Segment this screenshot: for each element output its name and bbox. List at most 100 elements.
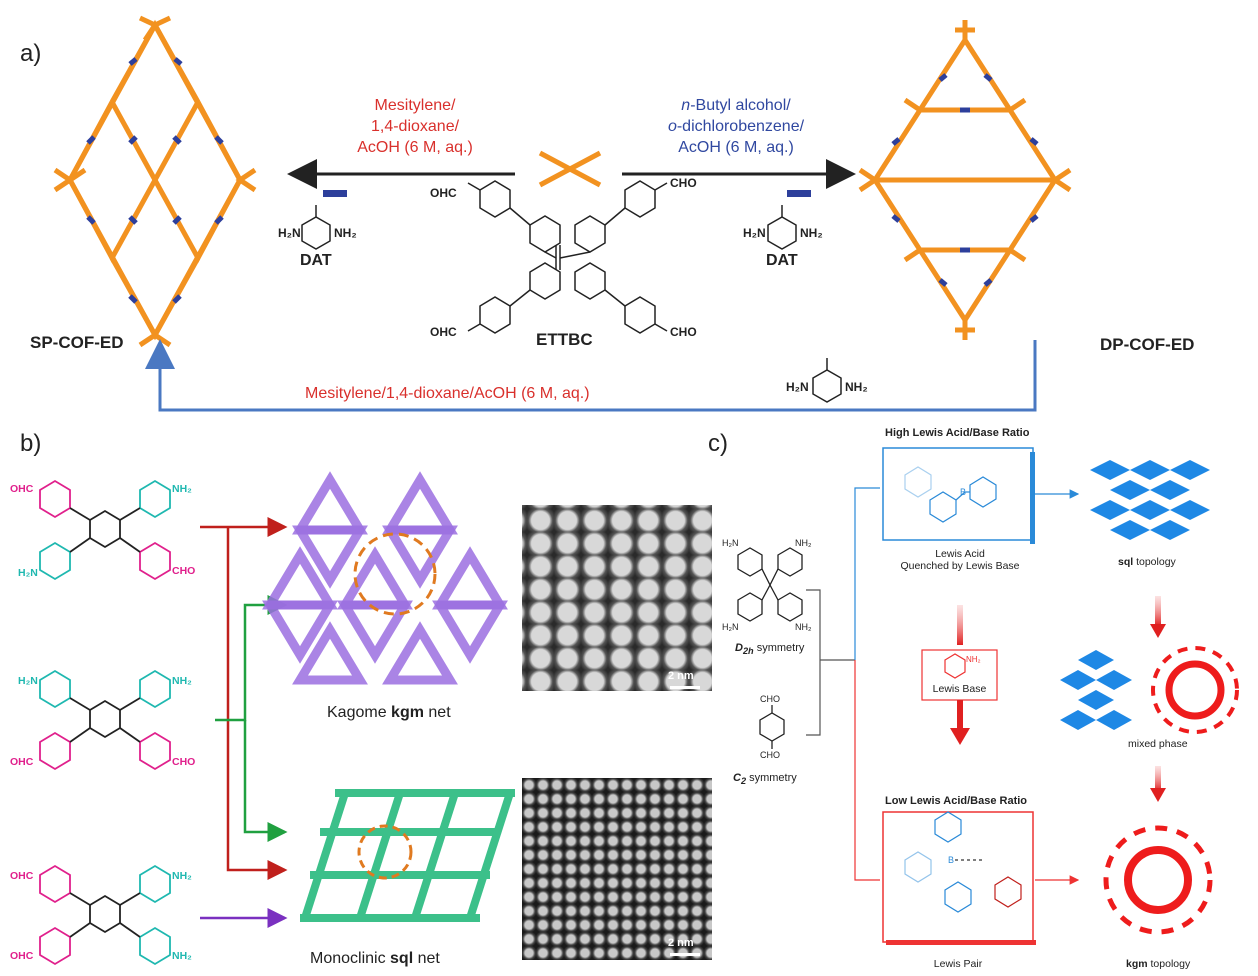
kgm-topology-pattern (1103, 825, 1213, 935)
c2-cho-bottom: CHO (760, 750, 780, 760)
d2h-monomer-structure (737, 547, 803, 622)
dat-bottom-h2n: H₂N (786, 380, 809, 394)
right-condition-1-text: -Butyl alcohol/ (690, 97, 791, 114)
c2-monomer-structure (759, 705, 785, 749)
m2-ohc: OHC (10, 756, 34, 768)
m1-h2n: H₂N (18, 567, 38, 579)
dat-right-h2n: H₂N (743, 226, 766, 240)
ettbc-label: ETTBC (536, 330, 593, 349)
scale-bar-1: 2 nm (668, 670, 694, 682)
sql-net-label: Monoclinic sql net (310, 950, 440, 968)
dp-cof-ed-linkers (891, 73, 1039, 287)
dat-structure-bottom (812, 358, 842, 403)
sp-cof-ed-linkers (86, 57, 224, 304)
scale-bar-2: 2 nm (668, 937, 694, 949)
m3-ohc: OHC (10, 870, 34, 882)
lewis-base-structure (944, 653, 966, 679)
sql-bold: sql (390, 950, 414, 967)
d2h-sub: 2h (742, 646, 754, 657)
dat-bottom-nh2: NH₂ (845, 380, 868, 394)
mixed-phase-label: mixed phase (1128, 738, 1188, 750)
lewis-acid-box (882, 447, 1034, 541)
d2h-h2n-bottom: H₂N (722, 622, 739, 632)
sql-topology-label: sql topology (1118, 556, 1176, 568)
dat-structure-right (767, 205, 797, 250)
kgm-topology-label: kgm topology (1126, 958, 1190, 970)
ettbc-cho-bottom: CHO (670, 325, 697, 339)
sql-net (300, 789, 515, 922)
red-arrow-to-sql (226, 527, 288, 880)
mixed-phase-kgm-pattern (1151, 646, 1239, 734)
kagome-net-label: Kagome kgm net (327, 704, 451, 722)
dat-right-label: DAT (766, 252, 798, 269)
blue-branch (854, 487, 880, 660)
d2h-text: symmetry (753, 642, 805, 654)
right-condition-1: n-Butyl alcohol/ (626, 95, 846, 116)
right-condition-2-text: -dichlorobenzene/ (676, 118, 805, 135)
m1-cho: CHO (172, 565, 196, 577)
monomer-1-structure (39, 479, 171, 581)
high-ratio-label: High Lewis Acid/Base Ratio (885, 427, 1030, 439)
dat-right-nh2: NH₂ (800, 226, 823, 240)
mixed-phase-sql-pattern (1060, 650, 1132, 730)
right-condition-2: o-dichlorobenzene/ (626, 116, 846, 137)
m3-ohc-bottom: OHC (10, 950, 34, 962)
lewis-pair-structure (904, 811, 1022, 913)
kagome-prefix: Kagome (327, 704, 392, 721)
sql-topology-pattern (1090, 460, 1210, 540)
lewis-pair-caption: Lewis Pair (933, 958, 983, 970)
c2-cho-top: CHO (760, 694, 780, 704)
dat-left-h2n: H₂N (278, 226, 301, 240)
c2-text: symmetry (746, 772, 797, 784)
c2-symmetry-label: C2 symmetry (733, 772, 797, 787)
m3-nh2-top: NH₂ (172, 870, 192, 882)
lewis-acid-boron: B (960, 487, 967, 497)
scale-bar-line-2 (670, 953, 700, 956)
right-condition-3: AcOH (6 M, aq.) (678, 139, 794, 156)
conversion-arrow (145, 339, 1037, 412)
sp-cof-ed-network (53, 15, 257, 348)
dat-left-nh2: NH₂ (334, 226, 357, 240)
lewis-base-nh2: NH₂ (966, 655, 981, 664)
panel-a-label: a) (20, 40, 42, 67)
sql-suffix: net (413, 950, 440, 967)
ettbc-ohc-bottom: OHC (430, 325, 457, 339)
d2h-nh2-top: NH₂ (795, 538, 812, 548)
kagome-net (262, 471, 508, 685)
d2h-symmetry-label: D2h symmetry (735, 642, 805, 657)
monomer-bracket (806, 589, 821, 736)
kagome-highlight-circle (353, 532, 437, 616)
monomer-3-structure (39, 864, 171, 966)
lewis-base-caption: Lewis Base (932, 683, 987, 695)
m3-nh2-bottom: NH₂ (172, 950, 192, 962)
green-arrow-to-kagome (215, 595, 288, 722)
dat-left-label: DAT (300, 252, 332, 269)
sql-tem-image (522, 778, 712, 960)
m2-cho: CHO (172, 756, 196, 768)
orange-x-monomer-icon (538, 150, 602, 188)
ettbc-ohc-top: OHC (430, 186, 457, 200)
red-branch (854, 660, 880, 881)
left-conditions: Mesitylene/ 1,4-dioxane/ AcOH (6 M, aq.) (325, 95, 505, 158)
italic-o: o (667, 118, 677, 135)
ettbc-cho-top: CHO (670, 176, 697, 190)
sp-cof-ed-label: SP-COF-ED (30, 333, 124, 352)
lewis-acid-line-2: Quenched by Lewis Base (900, 560, 1020, 572)
d2h-h2n-top: H₂N (722, 538, 739, 548)
lewis-acid-line-1: Lewis Acid (935, 548, 985, 560)
linker-icon-left (323, 190, 347, 197)
m1-nh2: NH₂ (172, 483, 192, 495)
dp-cof-ed-network (858, 20, 1072, 340)
low-ratio-label: Low Lewis Acid/Base Ratio (885, 795, 1028, 807)
sql-prefix: Monoclinic (310, 950, 391, 967)
monomer-2-structure (39, 669, 171, 771)
kgm-topology-bold: kgm (1126, 958, 1148, 970)
lewis-pair-box (882, 811, 1034, 943)
kagome-bold: kgm (391, 704, 424, 721)
dp-cof-ed-label: DP-COF-ED (1100, 335, 1195, 354)
kagome-suffix: net (423, 704, 451, 721)
m2-nh2: NH₂ (172, 675, 192, 687)
m2-h2n: H₂N (18, 675, 38, 687)
left-condition-3: AcOH (6 M, aq.) (357, 139, 473, 156)
